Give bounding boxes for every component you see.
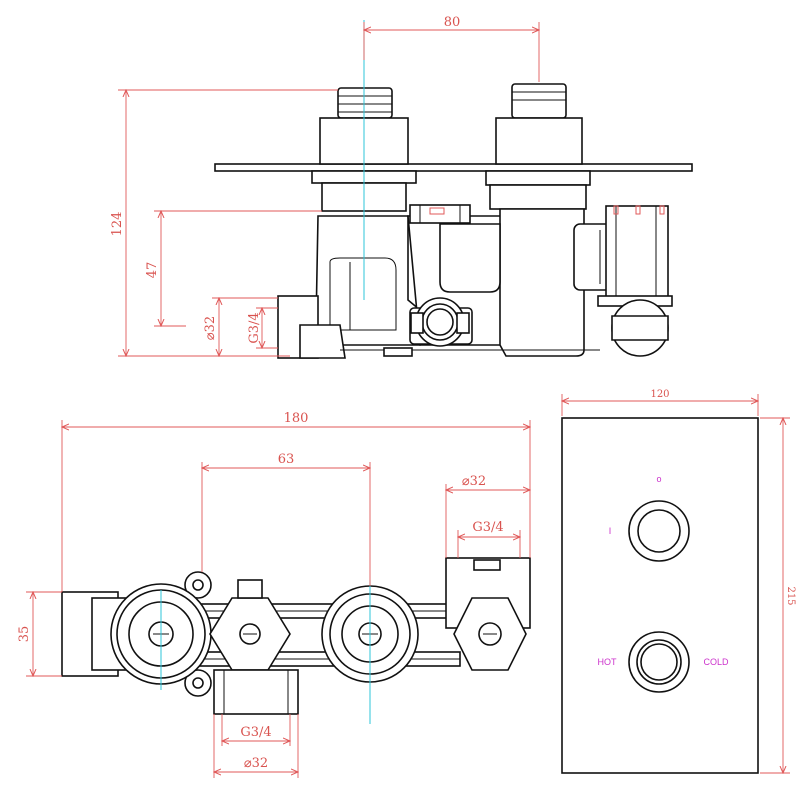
dimension-dia-32-right: ⌀32 [446,474,530,558]
left-hex-nut [209,579,299,715]
dim-mid-label: 47 [145,262,160,279]
off-mark: o [656,474,661,484]
hot-label: HOT [598,657,618,667]
on-mark: I [609,526,612,536]
dim-dia-bottom-label: ⌀32 [244,756,268,771]
dimension-124: 124 [110,90,338,356]
dimension-215: 215 [760,418,796,773]
dim-spacing-label: 63 [278,452,295,467]
dim-thread-right-label: G3/4 [472,520,503,535]
dim-thread-label: G3/4 [247,312,262,343]
dimension-dia-32-bottom: ⌀32 [214,714,298,778]
center-port [409,297,473,347]
dimension-g34-bottom: G3/4 [222,714,290,746]
top-knob [628,500,690,562]
dim-thread-bottom-label: G3/4 [240,725,271,740]
dim-top-label: 80 [444,15,461,30]
dim-depth-label: 35 [17,626,32,643]
dimension-120: 120 [562,389,758,416]
dim-height-label: 124 [110,212,125,237]
corner-marks [429,205,665,215]
side-view: 80 124 47 ⌀32 G3/4 [110,15,693,359]
dimension-63: 63 [202,452,370,586]
dim-width-label: 180 [284,411,309,426]
dim-dia-label: ⌀32 [203,316,218,340]
dimension-47: 47 [145,211,322,326]
dim-plate-width-label: 120 [650,389,669,400]
faceplate [561,417,759,774]
top-view: 180 63 ⌀32 G3/4 35 [17,411,530,778]
valve-body [277,204,673,359]
right-outlet [445,557,531,671]
dim-dia-right-label: ⌀32 [462,474,486,489]
dimension-dia-32-side: ⌀32 [203,298,278,356]
wall-plate [214,163,693,172]
cold-label: COLD [703,657,729,667]
dimension-80: 80 [364,15,539,82]
bottom-knob [628,631,690,693]
dimension-g34-side: G3/4 [247,308,278,348]
dimension-35: 35 [17,592,62,676]
front-plate: o I HOT COLD 120 215 [562,389,796,773]
right-spindle [485,83,591,210]
dim-plate-height-label: 215 [785,586,796,605]
dimension-g34-right: G3/4 [458,520,520,558]
